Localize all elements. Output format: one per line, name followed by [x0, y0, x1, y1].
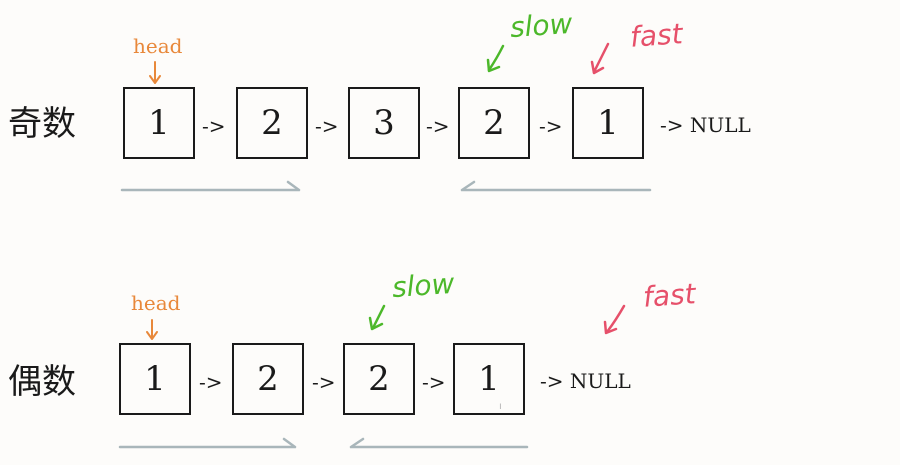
even-slow-arrow-icon [368, 304, 386, 331]
odd-node-4-value: 2 [483, 103, 505, 143]
odd-backward-arrow-icon [460, 180, 652, 192]
even-link-3: -> [422, 370, 446, 394]
even-node-2: 2 [232, 343, 304, 415]
even-node-3-value: 2 [368, 359, 390, 399]
odd-head-arrow-icon [149, 61, 161, 84]
even-node-4-mark: ı [499, 401, 502, 412]
odd-link-4: -> [539, 114, 563, 138]
even-node-4-value: 1 [478, 359, 500, 399]
even-head-arrow-icon [146, 319, 158, 340]
odd-slow-label: slow [508, 6, 574, 45]
even-slow-label: slow [390, 266, 456, 305]
even-node-1: 1 [119, 343, 191, 415]
even-fast-label: fast [641, 277, 697, 314]
even-node-2-value: 2 [257, 359, 279, 399]
odd-node-1-value: 1 [148, 103, 170, 143]
even-node-3: 2 [343, 343, 415, 415]
odd-node-2: 2 [236, 87, 308, 159]
even-link-2: -> [312, 370, 336, 394]
even-forward-arrow-icon [118, 437, 297, 449]
odd-fast-arrow-icon [590, 42, 610, 75]
odd-forward-arrow-icon [120, 180, 301, 192]
even-node-4: 1 ı [453, 343, 525, 415]
odd-link-1: -> [202, 114, 226, 138]
odd-node-3-value: 3 [373, 103, 395, 143]
odd-node-1: 1 [123, 87, 195, 159]
odd-null-terminator: -> NULL [660, 113, 751, 137]
odd-node-2-value: 2 [261, 103, 283, 143]
even-node-1-value: 1 [144, 359, 166, 399]
odd-link-3: -> [426, 114, 450, 138]
odd-node-4: 2 [458, 87, 530, 159]
even-null-terminator: -> NULL [540, 369, 631, 393]
odd-head-label: head [133, 34, 183, 58]
even-backward-arrow-icon [349, 437, 529, 449]
odd-row-label: 奇数 [8, 104, 76, 144]
even-fast-arrow-icon [603, 304, 626, 335]
odd-link-2: -> [315, 114, 339, 138]
odd-slow-arrow-icon [486, 44, 505, 73]
even-head-label: head [131, 291, 181, 315]
odd-node-3: 3 [348, 87, 420, 159]
odd-node-5-value: 1 [597, 103, 619, 143]
even-link-1: -> [199, 370, 223, 394]
even-row-label: 偶数 [8, 362, 76, 402]
odd-fast-label: fast [628, 17, 684, 54]
odd-node-5: 1 [572, 87, 644, 159]
